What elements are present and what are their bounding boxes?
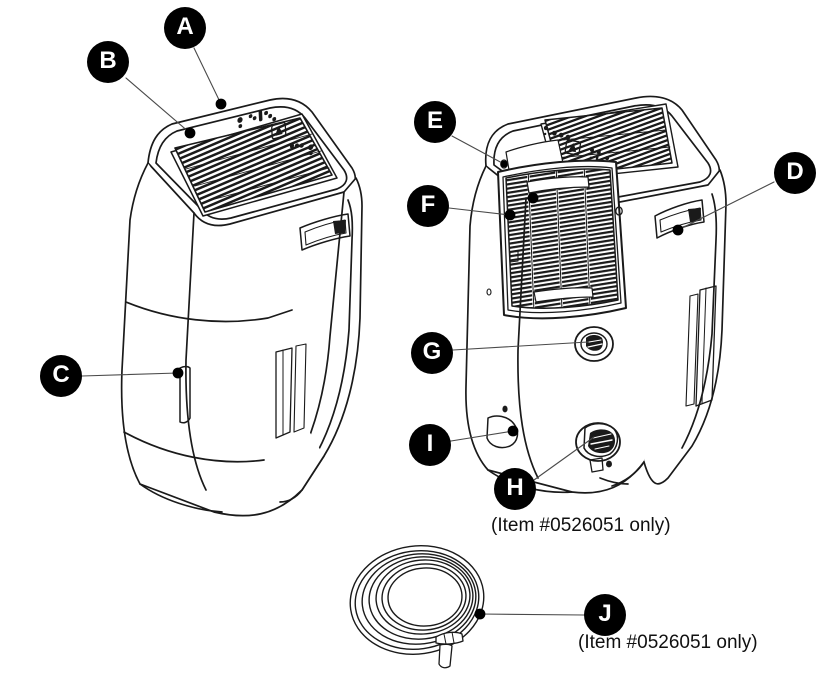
leader-line-j: [479, 613, 585, 616]
leader-dot-d: [672, 224, 684, 236]
callout-label-h: H: [506, 474, 524, 501]
callout-bubble-d[interactable]: D: [774, 152, 816, 194]
caption-item-note-h: (Item #0526051 only): [491, 515, 671, 536]
leader-dot-c: [172, 367, 184, 379]
leader-dot-b: [184, 127, 196, 139]
leader-line-h: [533, 436, 595, 481]
callout-label-f: F: [420, 191, 436, 218]
leader-line-d: [677, 181, 775, 231]
leader-line-g: [452, 341, 589, 351]
leader-line-b: [125, 77, 191, 134]
leader-dot-j: [474, 608, 486, 620]
leader-line-f: [448, 207, 511, 216]
leader-line-a: [193, 47, 222, 105]
callout-bubble-g[interactable]: G: [411, 332, 453, 374]
leader-lines: [81, 47, 775, 616]
callout-bubble-i[interactable]: I: [409, 424, 451, 466]
callout-label-e: E: [426, 107, 443, 134]
leader-dot-f: [504, 209, 516, 221]
callout-bubble-j[interactable]: J: [584, 594, 626, 636]
leader-line-c: [81, 372, 179, 377]
leader-dot-i: [507, 425, 519, 437]
front-view-unit: [120, 97, 363, 517]
callout-bubble-b[interactable]: B: [87, 41, 129, 83]
callout-bubble-a[interactable]: A: [164, 7, 206, 49]
callout-label-i: I: [426, 430, 434, 457]
leader-dots: [172, 98, 684, 620]
leader-line-i: [450, 430, 514, 442]
callout-label-b: B: [99, 47, 117, 74]
drain-hose-coil: [349, 545, 485, 669]
callout-label-g: G: [422, 338, 442, 365]
callout-label-j: J: [598, 600, 612, 627]
callout-bubble-c[interactable]: C: [40, 355, 82, 397]
callout-bubble-h[interactable]: H: [494, 468, 536, 510]
callout-label-c: C: [52, 361, 70, 388]
leader-line-e: [451, 135, 505, 165]
callout-bubble-f[interactable]: F: [407, 185, 449, 227]
callout-label-a: A: [176, 13, 194, 40]
callout-label-d: D: [786, 158, 804, 185]
leader-dot-a: [215, 98, 227, 110]
leader-dot-f2: [527, 192, 539, 204]
caption-item-note-j: (Item #0526051 only): [578, 632, 758, 653]
rear-view-unit: [465, 95, 727, 494]
callout-bubble-e[interactable]: E: [414, 101, 456, 143]
leader-dot-e: [500, 160, 508, 168]
